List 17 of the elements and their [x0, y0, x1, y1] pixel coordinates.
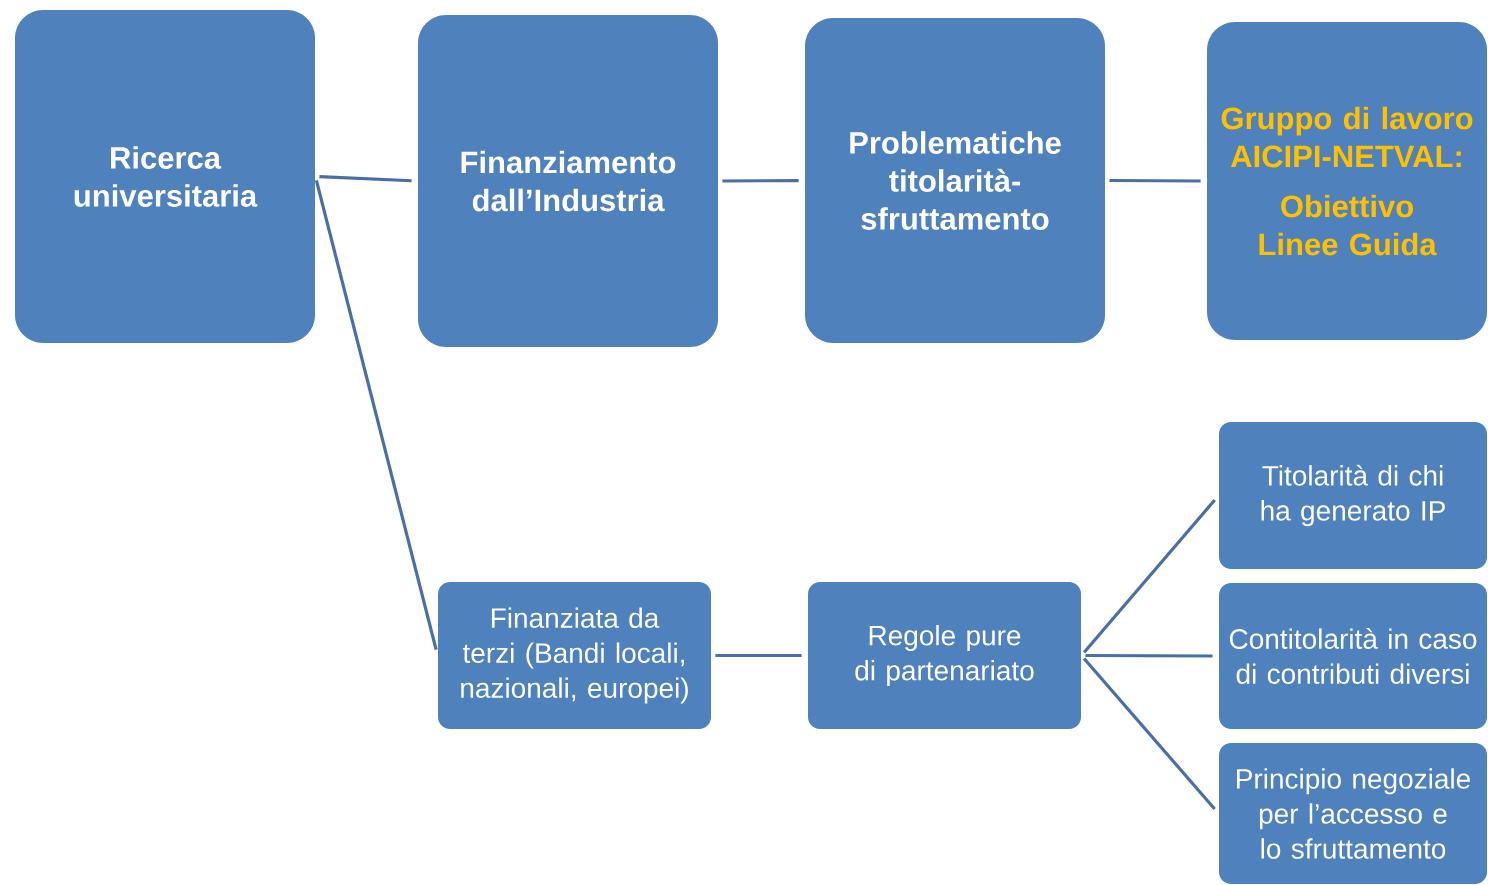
connector-line — [1082, 499, 1216, 654]
process-box: Titolarità di chi ha generato IP — [1219, 422, 1487, 569]
connector-line — [1109, 178, 1201, 183]
connector-line — [715, 653, 802, 658]
process-box: Regole pure di partenariato — [808, 582, 1081, 729]
process-box: Ricerca universitaria — [15, 10, 315, 343]
process-box: Gruppo di lavoro AICIPI-NETVAL: Obiettivo Linee Guida — [1207, 22, 1487, 340]
process-box: Principio negoziale per l’accesso e lo sfruttamento — [1219, 743, 1487, 884]
process-box: Finanziata da terzi (Bandi locali, nazionali, europei) — [438, 582, 711, 729]
connector-line — [314, 180, 438, 651]
connector-line — [1085, 653, 1213, 658]
connector-line — [1082, 657, 1216, 811]
connector-line — [319, 175, 412, 183]
process-box: Problematiche titolarità-sfruttamento — [805, 18, 1105, 343]
process-box: Finanziamento dall’Industria — [418, 15, 718, 347]
connector-line — [722, 178, 799, 183]
process-box: Contitolarità in caso di contributi diversi — [1219, 583, 1487, 729]
